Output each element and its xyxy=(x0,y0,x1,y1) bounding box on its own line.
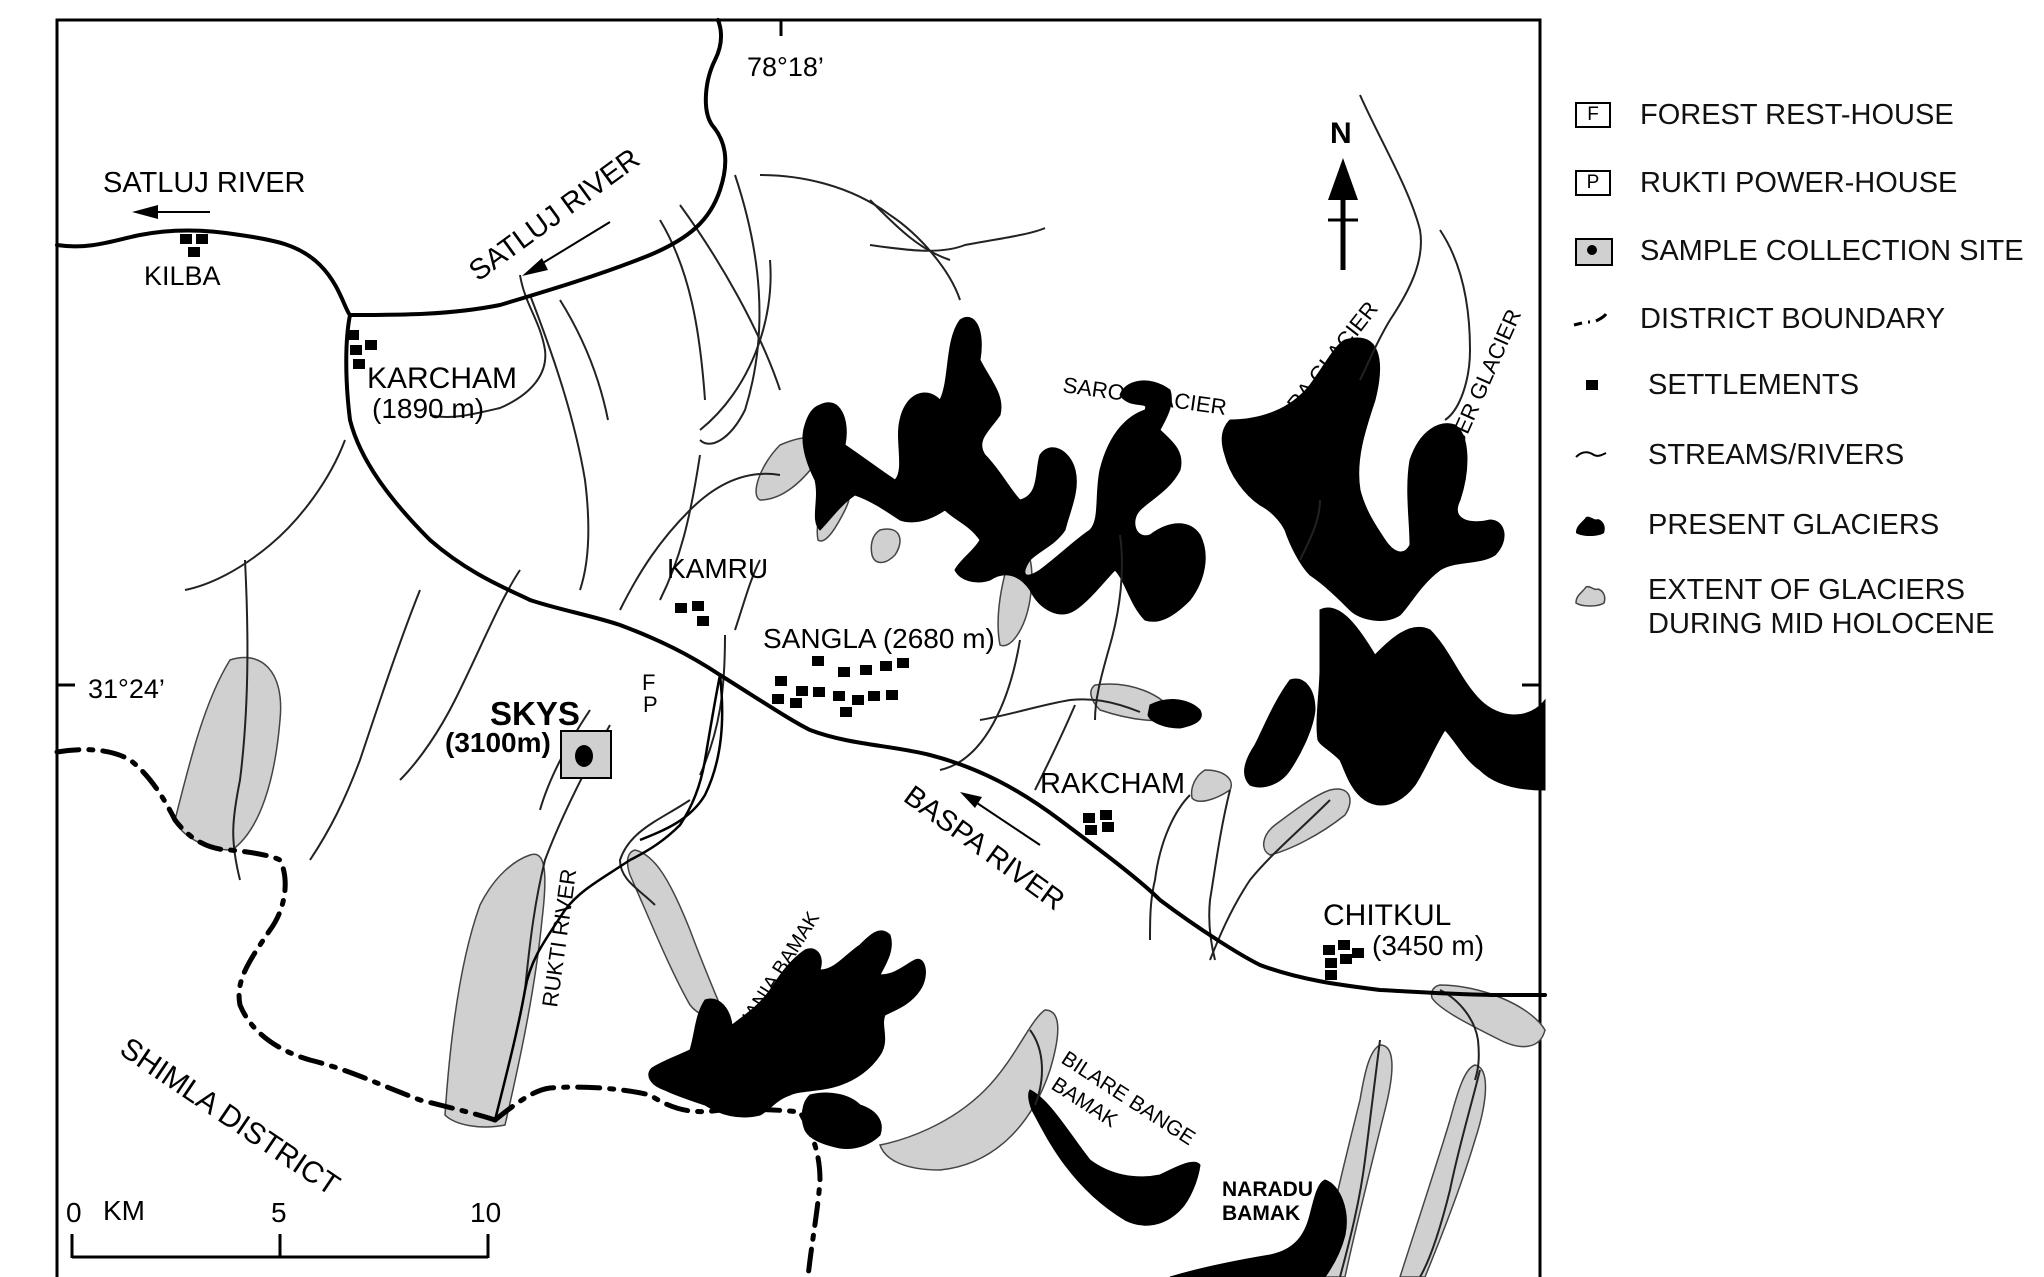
baspa-river-path xyxy=(528,598,1547,997)
north-arrow xyxy=(1328,158,1358,270)
legend-item-district-boundary: DISTRICT BOUNDARY xyxy=(1570,299,1945,339)
legend-label-settlements: SETTLEMENTS xyxy=(1648,369,1860,401)
karcham-south-branch xyxy=(344,313,532,602)
present-glaciers xyxy=(648,317,1546,1277)
district-boundary xyxy=(54,747,823,1277)
holocene-extent-west xyxy=(174,656,282,851)
glacier-lamber-east xyxy=(1316,607,1546,806)
legend-label-holocene-line2: DURING MID HOLOCENE xyxy=(1648,608,1995,640)
legend-label-forest-rest-house: FOREST REST-HOUSE xyxy=(1640,99,1954,131)
legend-item-settlements: SETTLEMENTS xyxy=(1570,365,1859,405)
settlement-sangla xyxy=(772,656,909,717)
longitude-label: 78°18’ xyxy=(747,52,824,82)
kamru-label: KAMRU xyxy=(667,553,768,584)
baspa-river-label: BASPA RIVER xyxy=(898,780,1070,917)
rakcham-label: RAKCHAM xyxy=(1040,768,1185,800)
satluj-flow-arrowhead-east xyxy=(522,258,548,276)
skys-label: SKYS xyxy=(490,695,580,732)
holocene-extent-bilare xyxy=(879,1009,1059,1171)
scale-tick-0: 0 xyxy=(66,1197,82,1228)
holocene-extent-hania xyxy=(626,849,723,1017)
glacier-hania-small xyxy=(801,1092,882,1149)
streams xyxy=(184,94,1481,1277)
settlement-rakcham xyxy=(1083,810,1114,835)
settlement-kamru xyxy=(675,601,709,626)
holocene-extent-rukti xyxy=(444,853,546,1128)
district-boundary-icon xyxy=(1570,299,1640,339)
glacier-east-mid xyxy=(1244,678,1316,788)
legend-item-streams: STREAMS/RIVERS xyxy=(1570,435,1904,475)
glacier-hania xyxy=(648,930,926,1118)
legend-label-present-glaciers: PRESENT GLACIERS xyxy=(1648,509,1940,541)
legend-label-holocene-line1: EXTENT OF GLACIERS xyxy=(1648,574,1965,606)
settlement-icon xyxy=(1570,365,1640,405)
satluj-river-path xyxy=(55,18,728,318)
forest-rest-house-icon: F xyxy=(1570,95,1640,135)
legend-label-sample-site: SAMPLE COLLECTION SITE xyxy=(1640,235,2024,267)
karcham-altitude: (1890 m) xyxy=(372,393,484,424)
legend-label-district-boundary: DISTRICT BOUNDARY xyxy=(1640,303,1946,335)
glacier-rakcham xyxy=(1147,699,1202,729)
holocene-extent-far-east xyxy=(1399,1064,1487,1277)
forest-rest-house-marker: F xyxy=(642,670,655,695)
kilba-label: KILBA xyxy=(144,261,221,291)
latitude-label: 31°24’ xyxy=(88,674,165,704)
holocene-extent-icon xyxy=(1570,573,1640,613)
legend-label-streams: STREAMS/RIVERS xyxy=(1648,439,1905,471)
scale-tick-5: 5 xyxy=(271,1197,287,1228)
shimla-district-label: SHIMLA DISTRICT xyxy=(114,1031,345,1202)
power-house-marker: P xyxy=(643,692,658,717)
glacier-gara xyxy=(1221,337,1505,621)
scale-unit: KM xyxy=(103,1195,145,1226)
settlement-kilba xyxy=(180,234,208,257)
lamber-glacier-label: LAMBER GLACIER xyxy=(1425,305,1526,492)
sangla-label: SANGLA (2680 m) xyxy=(763,623,995,654)
legend-item-power-house: P RUKTI POWER-HOUSE xyxy=(1570,163,1957,203)
glacier-saro-complex xyxy=(802,317,1206,622)
glacier-naradu xyxy=(1169,1179,1347,1277)
sample-collection-site-dot xyxy=(575,745,593,767)
satluj-river-label-west: SATLUJ RIVER xyxy=(103,167,306,199)
satluj-flow-arrowhead-west xyxy=(132,205,158,219)
settlement-chitkul xyxy=(1323,940,1364,980)
rukti-river xyxy=(493,674,724,1121)
legend-item-holocene-extent: EXTENT OF GLACIERS DURING MID HOLOCENE xyxy=(1570,573,1994,643)
legend-label-power-house: RUKTI POWER-HOUSE xyxy=(1640,167,1958,199)
holocene-extent-kamru-3 xyxy=(870,528,901,564)
north-label: N xyxy=(1330,117,1352,150)
holocene-extent-east-1 xyxy=(1190,769,1232,802)
chitkul-altitude: (3450 m) xyxy=(1372,930,1484,961)
power-house-icon: P xyxy=(1570,163,1640,203)
glacier-icon xyxy=(1570,505,1640,545)
glacier-bilare xyxy=(1028,1089,1201,1226)
scale-bar xyxy=(70,1234,490,1259)
sample-site-icon xyxy=(1570,231,1640,271)
legend-item-forest-rest-house: F FOREST REST-HOUSE xyxy=(1570,95,1954,135)
chitkul-label: CHITKUL xyxy=(1323,899,1451,932)
settlements xyxy=(180,234,1364,980)
scale-tick-10: 10 xyxy=(470,1197,501,1228)
legend-item-sample-site: SAMPLE COLLECTION SITE xyxy=(1570,231,2024,271)
main-rivers xyxy=(55,18,1547,997)
stream-icon xyxy=(1570,435,1640,475)
naradu-bamak-label: BAMAK xyxy=(1222,1202,1300,1225)
naradu-label: NARADU xyxy=(1222,1178,1313,1201)
baspa-flow-arrowhead xyxy=(960,792,982,808)
legend-item-present-glaciers: PRESENT GLACIERS xyxy=(1570,505,1939,545)
skys-altitude: (3100m) xyxy=(445,727,551,758)
map-frame xyxy=(55,18,1542,1277)
karcham-label: KARCHAM xyxy=(367,362,517,395)
